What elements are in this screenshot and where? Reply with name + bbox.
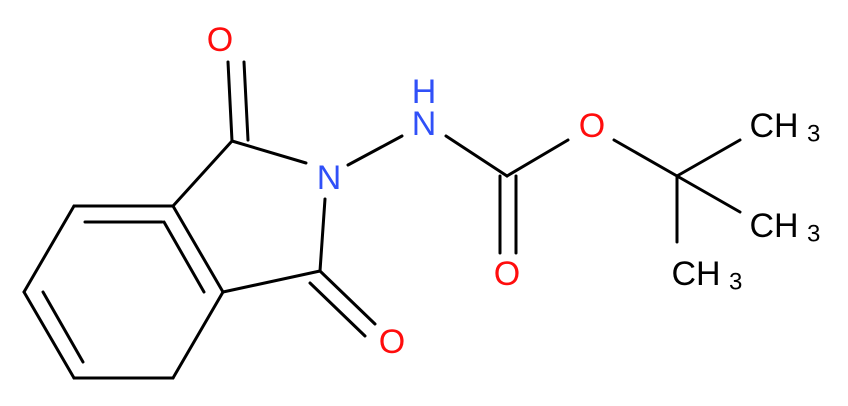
methyl-top-ch-label: CH xyxy=(749,107,798,145)
benzene-ring xyxy=(22,204,225,380)
atom-oxygen-bottom: O xyxy=(379,323,405,361)
bond-ring-to-carbonyl-top xyxy=(171,139,234,208)
bond-ester-o-to-quaternary-c xyxy=(612,138,679,178)
atom-oxygen-ester: O xyxy=(579,107,605,145)
atom-hydrogen-nh: H xyxy=(412,73,437,111)
bond-carbonyl-top-double-2 xyxy=(242,60,250,142)
bond-quaternary-c-to-methyl-mid xyxy=(675,174,742,214)
bond-carbonyl-bottom-double-1 xyxy=(318,269,377,326)
methyl-group-top: CH 3 xyxy=(749,107,820,148)
bond-carbonyl-c-to-ester-o xyxy=(505,138,570,178)
bond-ring-lower-right xyxy=(171,290,225,380)
atom-oxygen-top: O xyxy=(207,21,233,59)
bond-n-to-nh xyxy=(346,134,404,167)
imide-ring xyxy=(171,60,377,338)
bond-quaternary-c-to-methyl-top xyxy=(675,138,742,178)
bond-ring-upper-right-inner xyxy=(162,220,206,294)
methyl-bottom-ch-label: CH xyxy=(671,255,720,293)
methyl-mid-subscript: 3 xyxy=(807,221,820,248)
bond-ring-to-carbonyl-bottom xyxy=(221,269,322,294)
bond-carbonyl-top-double-1 xyxy=(226,60,234,143)
atom-nitrogen-nh: N xyxy=(412,105,437,143)
bond-ring-lower-left xyxy=(22,290,76,380)
methyl-group-bottom: CH 3 xyxy=(671,255,742,296)
carbamate-chain xyxy=(346,134,742,255)
methyl-bottom-subscript: 3 xyxy=(729,269,742,296)
methyl-mid-ch-label: CH xyxy=(749,207,798,245)
bond-ring-upper-right xyxy=(171,204,225,294)
bond-carbonyl-bottom-double-2 xyxy=(308,281,367,338)
bond-n-to-carbonyl-bottom xyxy=(318,197,327,273)
methyl-top-subscript: 3 xyxy=(807,121,820,148)
methyl-group-mid: CH 3 xyxy=(749,207,820,248)
atom-oxygen-carbonyl: O xyxy=(494,255,520,293)
bond-ring-lower-left-inner xyxy=(41,290,85,364)
bond-ring-upper-left xyxy=(22,204,76,294)
bond-carbonyl-top-to-n xyxy=(230,139,308,165)
atom-nitrogen-ring: N xyxy=(317,159,342,197)
bond-nh-to-carbonyl-c xyxy=(444,134,509,178)
